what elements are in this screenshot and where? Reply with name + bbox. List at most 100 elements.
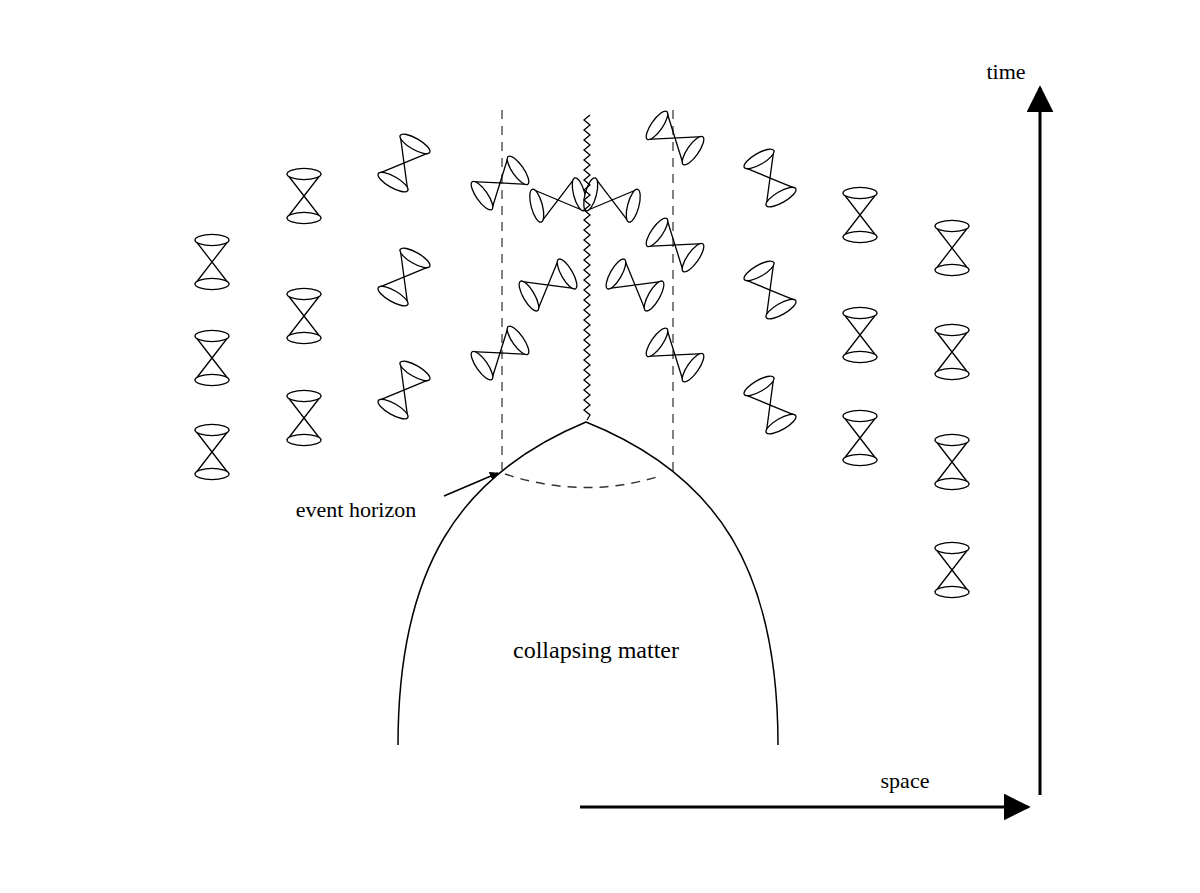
light-cones: [195, 108, 969, 597]
cone-edge: [195, 430, 229, 474]
axis-label: space: [881, 769, 930, 793]
light-cone: [468, 323, 533, 383]
cone-ellipse: [641, 278, 668, 313]
cone-ellipse: [843, 307, 877, 318]
light-cone: [468, 153, 533, 213]
cone-edge: [195, 240, 229, 284]
leader-arrow: [444, 473, 498, 496]
cone-ellipse: [741, 258, 776, 285]
cone-ellipse: [287, 288, 321, 299]
cone-ellipse: [623, 188, 643, 224]
cone-edge: [935, 330, 969, 374]
light-cone: [375, 245, 432, 310]
cone-ellipse: [935, 324, 969, 335]
cone-edge: [195, 336, 229, 380]
light-cone: [935, 434, 969, 489]
cone-ellipse: [504, 323, 533, 357]
cone-ellipse: [741, 146, 776, 173]
horizon-arc: [505, 474, 660, 488]
cone-ellipse: [843, 351, 877, 362]
horizon-line: [501, 110, 503, 470]
singularity-line: [584, 115, 590, 420]
cone-ellipse: [516, 278, 543, 313]
cone-ellipse: [195, 424, 229, 435]
cone-ellipse: [195, 234, 229, 245]
light-cone: [375, 358, 432, 423]
light-cone: [741, 146, 798, 211]
cone-edge: [287, 294, 321, 338]
light-cone: [603, 256, 668, 313]
light-cone: [643, 215, 708, 275]
cone-ellipse: [527, 188, 547, 224]
matter-outline-svg: [398, 420, 778, 745]
horizon-line: [672, 110, 674, 474]
cone-ellipse: [195, 374, 229, 385]
cone-ellipse: [375, 283, 410, 310]
cone-ellipse: [843, 454, 877, 465]
cone-edge: [935, 440, 969, 484]
light-cone: [741, 373, 798, 438]
cone-ellipse: [287, 168, 321, 179]
cone-ellipse: [843, 187, 877, 198]
cone-ellipse: [195, 468, 229, 479]
cone-ellipse: [935, 542, 969, 553]
light-cone: [741, 258, 798, 323]
cone-ellipse: [397, 358, 432, 385]
cone-ellipse: [287, 332, 321, 343]
cone-ellipse: [195, 278, 229, 289]
light-cone: [581, 176, 643, 223]
light-cone: [843, 410, 877, 465]
axis-label: time: [986, 60, 1025, 84]
cone-ellipse: [195, 330, 229, 341]
cone-ellipse: [468, 178, 497, 212]
callout-label: event horizon: [296, 498, 416, 522]
light-cone: [935, 542, 969, 597]
cone-edge: [843, 193, 877, 237]
cone-ellipse: [375, 396, 410, 423]
cone-ellipse: [397, 245, 432, 272]
cone-ellipse: [603, 256, 630, 291]
light-cone: [195, 330, 229, 385]
light-cone: [643, 108, 708, 168]
space-axis: [580, 806, 1028, 809]
light-cone: [287, 288, 321, 343]
cone-edge: [287, 174, 321, 218]
light-cone: [195, 234, 229, 289]
light-cone: [516, 256, 581, 313]
light-cone: [843, 187, 877, 242]
cone-ellipse: [741, 373, 776, 400]
cone-ellipse: [397, 131, 432, 158]
cone-ellipse: [679, 240, 708, 274]
cone-ellipse: [504, 153, 533, 187]
light-cone: [935, 324, 969, 379]
region-label: collapsing matter: [513, 637, 679, 663]
light-cone: [643, 325, 708, 385]
cone-edge: [843, 416, 877, 460]
matter-region: collapsing matter: [398, 420, 778, 745]
cone-ellipse: [468, 348, 497, 382]
cone-ellipse: [554, 256, 581, 291]
cone-ellipse: [843, 231, 877, 242]
light-cone: [527, 176, 589, 223]
cone-ellipse: [763, 184, 798, 211]
light-cone: [287, 168, 321, 223]
cone-ellipse: [935, 586, 969, 597]
cone-ellipse: [935, 478, 969, 489]
cone-ellipse: [679, 133, 708, 167]
cone-ellipse: [287, 434, 321, 445]
cone-ellipse: [287, 212, 321, 223]
cone-ellipse: [935, 220, 969, 231]
cone-ellipse: [763, 296, 798, 323]
cone-ellipse: [935, 434, 969, 445]
light-cone: [843, 307, 877, 362]
cone-edge: [287, 396, 321, 440]
cone-ellipse: [935, 368, 969, 379]
cone-ellipse: [679, 350, 708, 384]
light-cone: [935, 220, 969, 275]
cone-ellipse: [843, 410, 877, 421]
cone-ellipse: [643, 215, 672, 249]
cone-edge: [843, 313, 877, 357]
cone-edge: [935, 226, 969, 270]
